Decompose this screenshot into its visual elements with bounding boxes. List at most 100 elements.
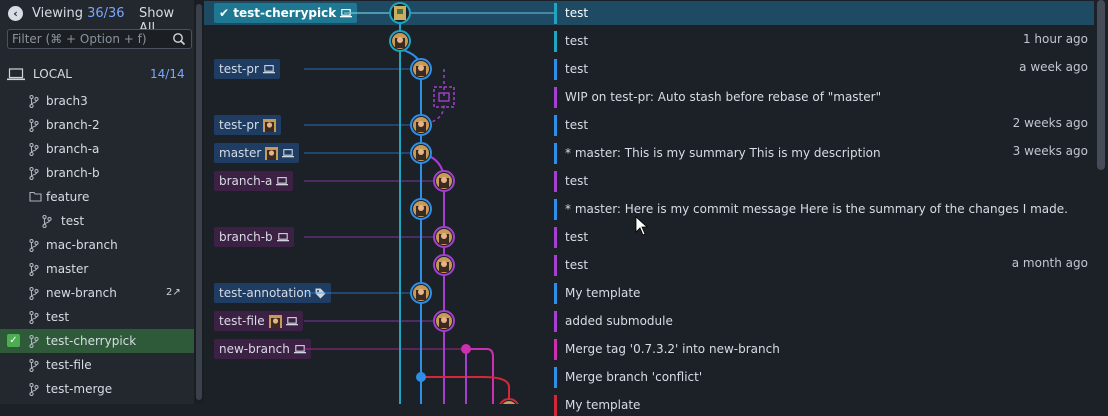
sidebar-branch-label: master: [46, 262, 89, 276]
commit-avatar-node: [410, 58, 432, 80]
sidebar-branch-item[interactable]: branch-b: [0, 161, 194, 185]
branch-icon: [29, 119, 39, 132]
laptop-icon: [285, 317, 298, 326]
branch-ref-label[interactable]: test-file: [214, 311, 303, 331]
merge-commit-dot: [416, 372, 426, 382]
commit-message[interactable]: WIP on test-pr: Auto stash before rebase…: [565, 90, 882, 104]
branch-icon: [29, 383, 39, 396]
ref-name: test-pr: [219, 62, 259, 76]
commit-message[interactable]: test: [565, 174, 589, 188]
sidebar-branch-item[interactable]: ✓ test-cherrypick: [0, 329, 194, 353]
graph-scrollbar[interactable]: [1097, 0, 1105, 170]
checked-out-check-icon: ✔: [219, 6, 234, 20]
commit-avatar-node: [410, 114, 432, 136]
ref-name: master: [219, 146, 262, 160]
commit-time: 3 weeks ago: [1012, 144, 1088, 158]
branch-ref-label[interactable]: new-branch: [214, 339, 311, 359]
checked-out-check-icon: ✓: [7, 334, 20, 347]
stash-node: [433, 86, 455, 108]
branch-ref-label[interactable]: branch-a: [214, 171, 294, 191]
commit-message[interactable]: * master: This is my summary This is my …: [565, 146, 881, 160]
branch-icon: [29, 239, 39, 252]
commit-avatar-node: [410, 198, 432, 220]
commit-message[interactable]: test: [565, 230, 589, 244]
branch-icon: [29, 143, 39, 156]
sidebar-branch-item[interactable]: test: [0, 209, 194, 233]
commit-message[interactable]: My template: [565, 286, 641, 300]
avatar: [265, 147, 279, 160]
commit-lane-marker: [554, 59, 557, 80]
commit-time: a month ago: [1011, 256, 1088, 270]
commit-avatar-node: [389, 30, 411, 52]
mouse-cursor: [635, 216, 649, 236]
commit-avatar-node: [433, 310, 455, 332]
sidebar-branch-item[interactable]: brach3: [0, 89, 194, 113]
laptop-icon: [276, 233, 289, 242]
sidebar-branch-label: feature: [46, 190, 90, 204]
laptop-icon: [282, 149, 295, 158]
sidebar-branch-label: test-merge: [46, 382, 113, 396]
sidebar-branch-item[interactable]: branch-2: [0, 113, 194, 137]
laptop-icon: [276, 177, 289, 186]
commit-lane-marker: [554, 395, 557, 416]
sidebar-branch-label: new-branch: [46, 286, 117, 300]
avatar: [268, 315, 282, 328]
commit-message[interactable]: test: [565, 258, 589, 272]
commit-message[interactable]: added submodule: [565, 314, 673, 328]
commit-message[interactable]: My template: [565, 398, 641, 412]
sidebar-branch-label: test: [61, 214, 85, 228]
branch-ref-label[interactable]: ✔ test-cherrypick: [214, 3, 358, 23]
filter-input[interactable]: [12, 31, 162, 47]
branch-ref-label[interactable]: test-pr: [214, 115, 281, 135]
sidebar-branch-item[interactable]: test-merge: [0, 377, 194, 401]
left-sidebar: ‹ Viewing 36/36 Show All LOCAL 14/14 bra…: [0, 0, 194, 404]
sidebar-branch-item[interactable]: test: [0, 305, 194, 329]
sidebar-branch-item[interactable]: feature: [0, 185, 194, 209]
commit-message[interactable]: Merge branch 'conflict': [565, 370, 703, 384]
back-arrow-icon[interactable]: ‹: [8, 6, 23, 21]
tag-icon: [315, 288, 326, 299]
commit-lane-marker: [554, 339, 557, 360]
sidebar-branch-item[interactable]: mac-branch: [0, 233, 194, 257]
commit-lane-marker: [554, 255, 557, 276]
commit-avatar-node: [433, 254, 455, 276]
branch-icon: [29, 287, 39, 300]
local-section-count: 14/14: [150, 67, 185, 81]
commit-message[interactable]: test: [565, 118, 589, 132]
sidebar-branch-label: test-cherrypick: [46, 334, 137, 348]
sidebar-branch-item[interactable]: master: [0, 257, 194, 281]
sidebar-branch-item[interactable]: test-file: [0, 353, 194, 377]
commit-lane-marker: [554, 367, 557, 388]
sidebar-scrollbar-thumb[interactable]: [196, 4, 202, 400]
ref-name: test-annotation: [219, 286, 312, 300]
local-section-header[interactable]: LOCAL 14/14: [0, 62, 194, 86]
branch-ref-label[interactable]: branch-b: [214, 227, 294, 247]
local-section-label: LOCAL: [33, 67, 72, 81]
commit-message[interactable]: test: [565, 6, 589, 20]
commit-avatar-node: [410, 142, 432, 164]
commit-message[interactable]: * master: Here is my commit message Here…: [565, 202, 1068, 216]
sidebar-scrollbar[interactable]: [194, 0, 204, 404]
lane-line: [420, 152, 445, 404]
commit-time: 2 weeks ago: [1012, 116, 1088, 130]
ahead-count-badge: 2↗: [166, 287, 181, 298]
laptop-icon: [7, 68, 25, 81]
filter-field[interactable]: [7, 29, 192, 49]
branch-ref-label[interactable]: test-annotation: [214, 283, 332, 303]
commit-lane-marker: [554, 171, 557, 192]
commit-message[interactable]: test: [565, 62, 589, 76]
commit-time: 1 hour ago: [1022, 32, 1088, 46]
sidebar-branch-item[interactable]: branch-a: [0, 137, 194, 161]
folder-icon: [29, 191, 42, 204]
lane-line: [399, 48, 422, 404]
branch-ref-label[interactable]: test-pr: [214, 59, 280, 79]
commit-message[interactable]: test: [565, 34, 589, 48]
commit-graph: ✔ test-cherrypick test test 1 hour ago test-…: [204, 0, 1108, 416]
commit-lane-marker: [554, 87, 557, 108]
sidebar-branch-item[interactable]: new-branch 2↗: [0, 281, 194, 305]
commit-lane-marker: [554, 143, 557, 164]
commit-message[interactable]: Merge tag '0.7.3.2' into new-branch: [565, 342, 780, 356]
branch-ref-label[interactable]: master: [214, 143, 300, 163]
laptop-icon: [262, 65, 275, 74]
search-icon[interactable]: [172, 32, 186, 46]
